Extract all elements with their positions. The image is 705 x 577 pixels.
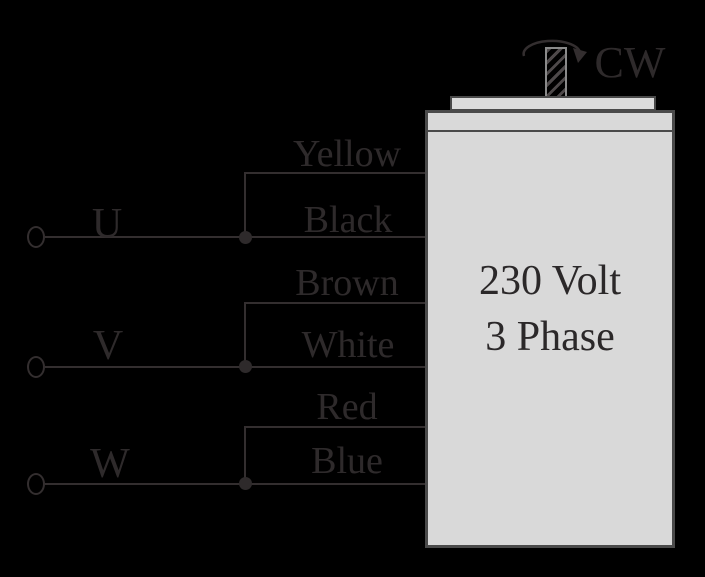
rotation-direction-label: CW <box>594 38 666 87</box>
phase-label-w: W <box>90 441 130 487</box>
wire-label-black: Black <box>303 199 393 241</box>
wire-u-main-line <box>45 236 425 238</box>
phase-label-u: U <box>91 201 123 247</box>
junction-dot-w <box>239 477 252 490</box>
wire-w-riser-line <box>244 426 246 485</box>
wire-brown-line <box>245 302 425 304</box>
wire-label-red: Red <box>316 386 378 428</box>
motor-flange-line <box>428 130 672 132</box>
terminal-circle-v <box>27 356 45 378</box>
junction-dot-u <box>239 231 252 244</box>
wire-label-brown: Brown <box>295 262 399 304</box>
wire-label-white: White <box>301 324 395 366</box>
wire-w-main-line <box>45 483 425 485</box>
wire-yellow-line <box>245 172 425 174</box>
terminal-circle-u <box>27 226 45 248</box>
motor-voltage-label: 230 Volt <box>479 258 621 304</box>
terminal-circle-w <box>27 473 45 495</box>
wire-v-main-line <box>45 366 425 368</box>
junction-dot-v <box>239 360 252 373</box>
wire-label-blue: Blue <box>311 440 383 482</box>
wire-red-line <box>245 426 425 428</box>
motor-rating-label: 230 Volt 3 Phase <box>479 253 621 365</box>
wire-label-yellow: Yellow <box>292 133 402 175</box>
wire-u-riser-line <box>244 172 246 238</box>
motor-top-cap <box>450 96 656 111</box>
phase-label-v: V <box>92 323 124 369</box>
motor-phase-label: 3 Phase <box>485 314 615 360</box>
motor-body <box>425 110 675 548</box>
clockwise-rotation-arrow-icon <box>522 39 587 63</box>
wire-v-riser-line <box>244 302 246 368</box>
